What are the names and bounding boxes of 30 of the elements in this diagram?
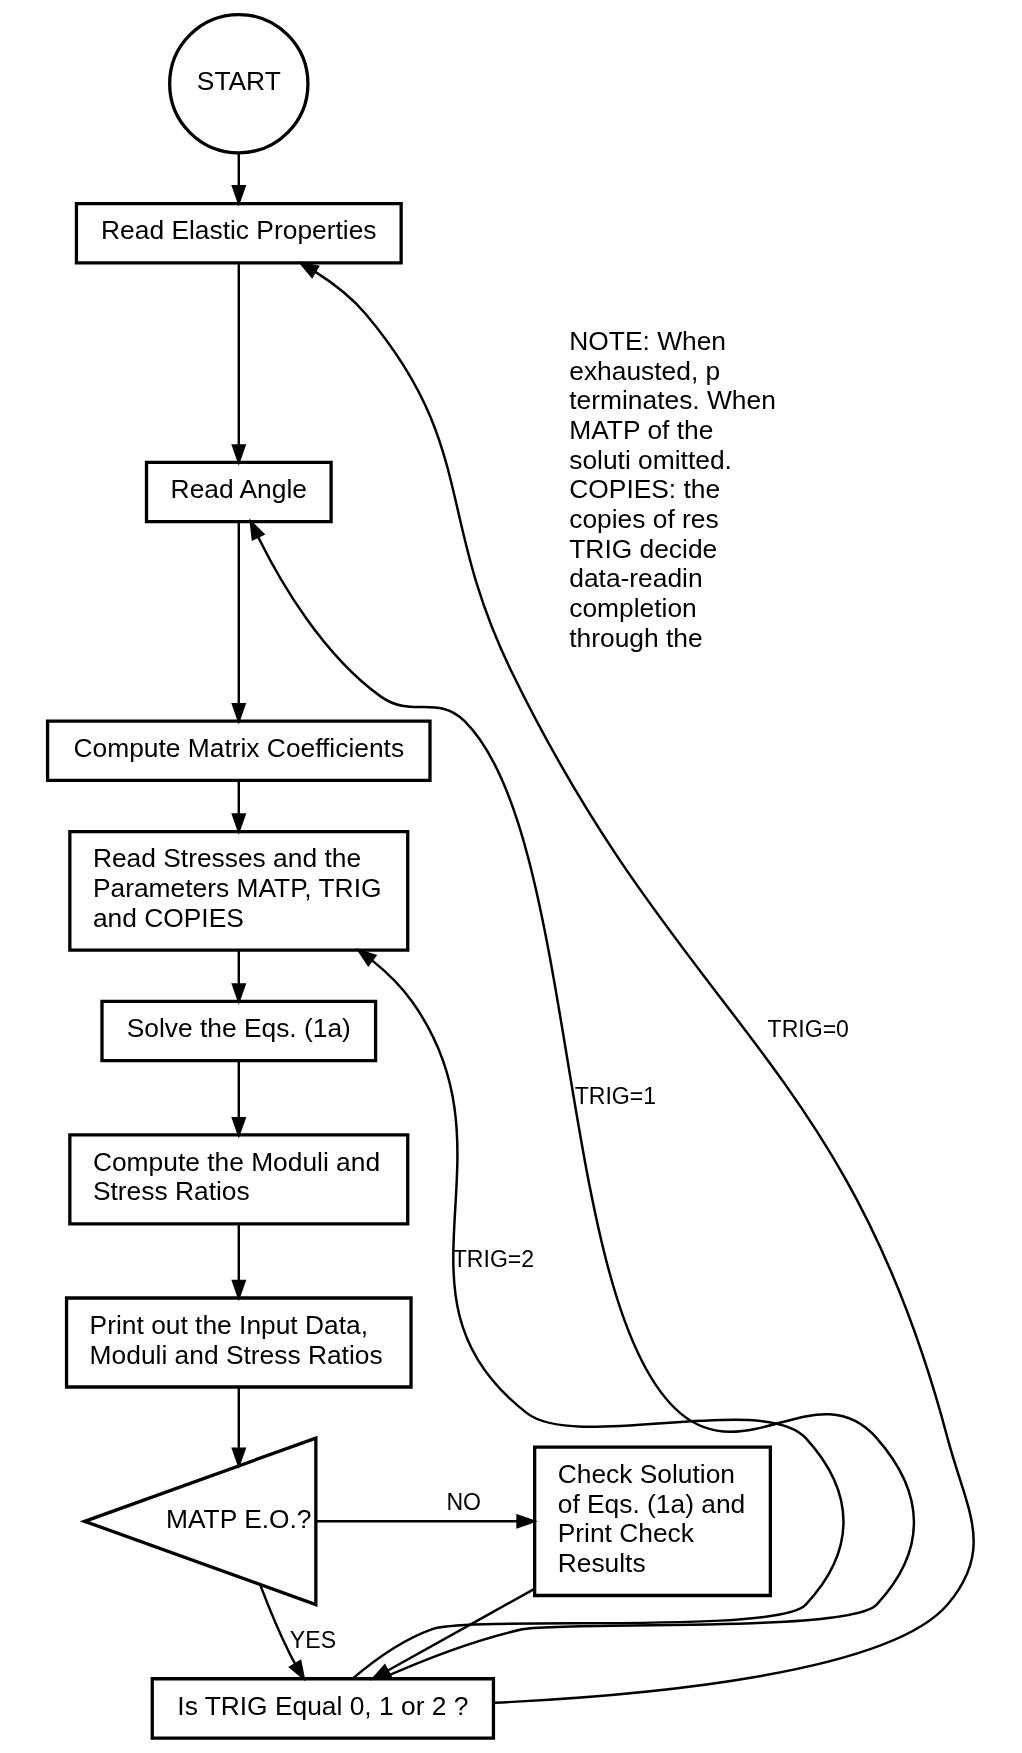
node-box: Read Stresses and the Parameters MATP, TRIG and COPIES [68,829,410,952]
arrow [231,780,247,835]
edge-label: TRIG=2 [452,1246,535,1272]
arrow [259,1584,306,1682]
label: NOTE: When exhausted, p terminates. When MATP of the soluti omitted. COPIES: the copies of res TRIG decide data-readin completion through the [569,325,776,653]
node-box: Read Angle [144,460,333,524]
edge-label: YES [289,1626,337,1653]
arrow [231,263,247,466]
arrow [351,948,845,1680]
node-box: Check Solution of Eqs. (1a) and Print Check Results [533,1445,772,1598]
arrow [231,1387,247,1469]
arrow [231,152,247,207]
node-box: Read Elastic Properties [74,201,403,265]
edge-label: TRIG=0 [767,1016,849,1043]
arrow [316,1513,538,1529]
node-circle: START [168,12,310,155]
edge-label: NO [446,1489,482,1516]
arrow [297,261,975,1705]
arrow [231,1224,247,1302]
arrow [249,518,915,1680]
arrow [231,1061,247,1139]
node-box: Print out the Input Data, Moduli and Stress Ratios [64,1296,413,1389]
node-box: Compute the Moduli and Stress Ratios [68,1133,410,1226]
arrow [231,521,247,725]
edge-label: TRIG=1 [574,1082,657,1109]
node-box: Is TRIG Equal 0, 1 or 2 ? [150,1677,496,1740]
arrow [231,950,247,1005]
arrow [369,1587,536,1681]
node-box: Compute Matrix Coefficients [45,719,432,783]
node-box: Solve the Eqs. (1a) [100,999,378,1063]
